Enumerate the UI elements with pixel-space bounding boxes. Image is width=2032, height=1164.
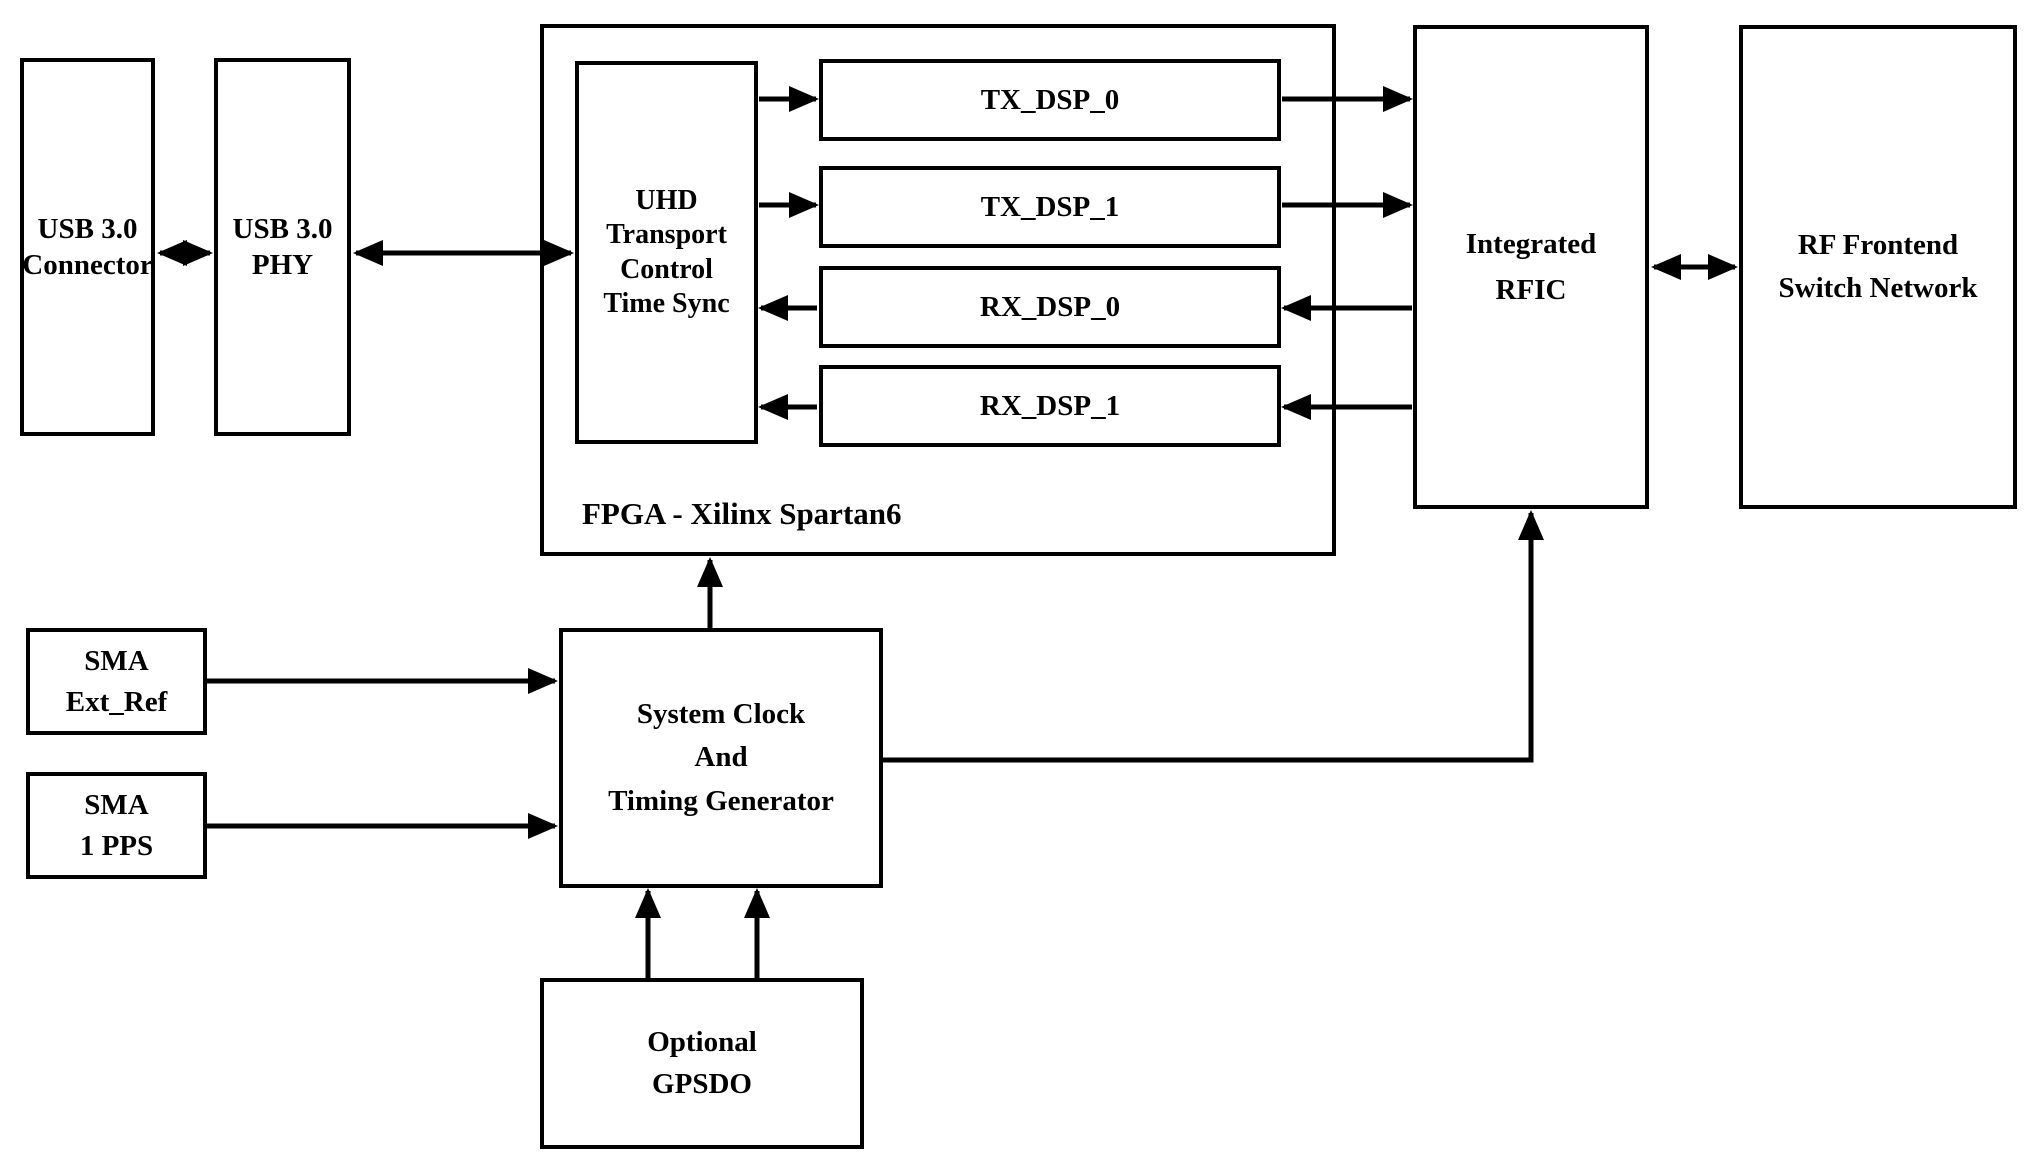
sma-1pps-block: SMA 1 PPS — [26, 772, 207, 879]
wire-clock-rfic — [883, 510, 1544, 763]
integrated-rfic-block: Integrated RFIC — [1413, 25, 1649, 509]
system-clock-block: System Clock And Timing Generator — [559, 628, 883, 888]
sma-ext-ref-block: SMA Ext_Ref — [26, 628, 207, 735]
tx-dsp-1-block: TX_DSP_1 — [819, 166, 1281, 248]
fpga-label: FPGA - Xilinx Spartan6 — [582, 496, 902, 531]
uhd-transport-block: UHD Transport Control Time Sync — [575, 61, 758, 444]
rx-dsp-0-block: RX_DSP_0 — [819, 266, 1281, 348]
rf-frontend-block: RF Frontend Switch Network — [1739, 25, 2017, 509]
usb-connector-block: USB 3.0 Connector — [20, 58, 155, 436]
tx-dsp-0-block: TX_DSP_0 — [819, 59, 1281, 141]
rx-dsp-1-block: RX_DSP_1 — [819, 365, 1281, 447]
usb-phy-block: USB 3.0 PHY — [214, 58, 351, 436]
gpsdo-block: Optional GPSDO — [540, 978, 864, 1149]
